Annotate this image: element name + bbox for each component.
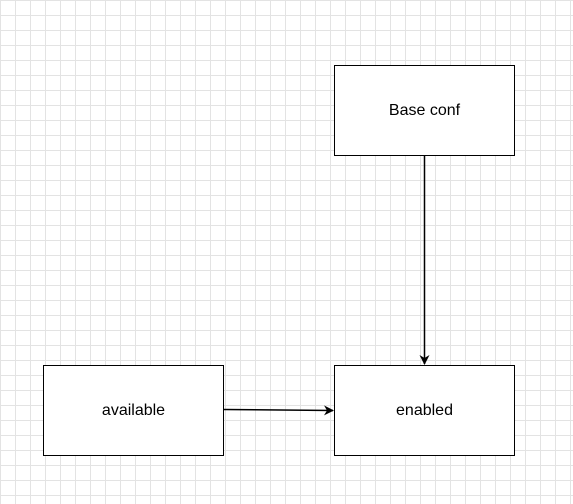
edge-available-to-enabled[interactable] bbox=[223, 405, 334, 416]
node-base-conf-label: Base conf bbox=[388, 101, 461, 119]
node-base-conf[interactable]: Base conf bbox=[334, 65, 515, 156]
node-available-label: available bbox=[101, 401, 166, 419]
node-enabled-label: enabled bbox=[396, 401, 453, 419]
node-available[interactable]: available bbox=[43, 365, 224, 456]
node-enabled[interactable]: enabled bbox=[334, 365, 515, 456]
